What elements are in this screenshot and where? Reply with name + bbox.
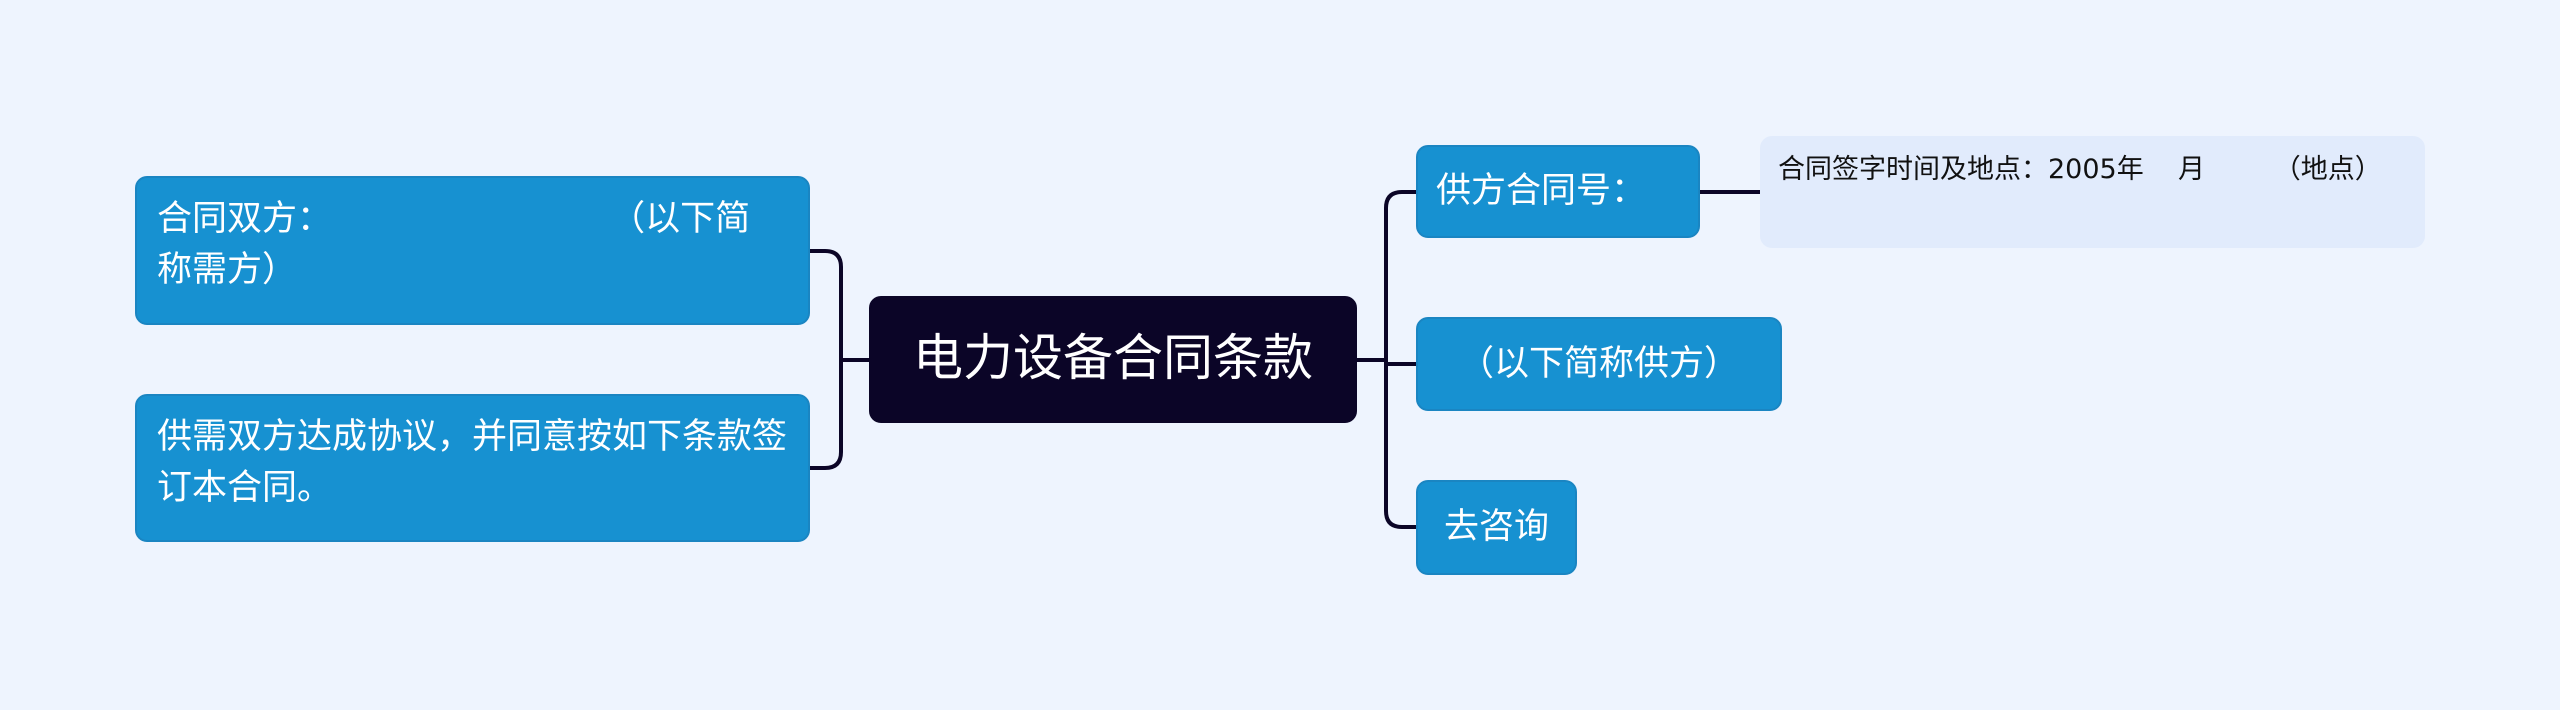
right-node-consult[interactable]: 去咨询 — [1416, 480, 1577, 575]
node-label: 供需双方达成协议，并同意按如下条款签订本合同。 — [157, 417, 788, 508]
right-node-supplier[interactable]: （以下简称供方） — [1416, 317, 1782, 411]
detail-label: 合同签字时间及地点：2005年 月 （地点） — [1778, 154, 2382, 185]
detail-node-sign-time-place[interactable]: 合同签字时间及地点：2005年 月 （地点） — [1760, 136, 2425, 248]
root-node[interactable]: 电力设备合同条款 — [869, 296, 1357, 423]
node-label: 合同双方： （以下简称需方） — [157, 199, 751, 290]
node-label: 供方合同号： — [1436, 171, 1647, 211]
left-node-parties[interactable]: 合同双方： （以下简称需方） — [135, 176, 810, 325]
node-label: 去咨询 — [1443, 507, 1549, 547]
root-label: 电力设备合同条款 — [913, 329, 1313, 387]
right-node-supplier-contract-no[interactable]: 供方合同号： — [1416, 145, 1700, 238]
connector-right-branches — [1384, 190, 1416, 529]
left-node-agreement[interactable]: 供需双方达成协议，并同意按如下条款签订本合同。 — [135, 394, 810, 542]
node-label: （以下简称供方） — [1458, 344, 1739, 384]
connector-left-branches — [810, 249, 843, 470]
